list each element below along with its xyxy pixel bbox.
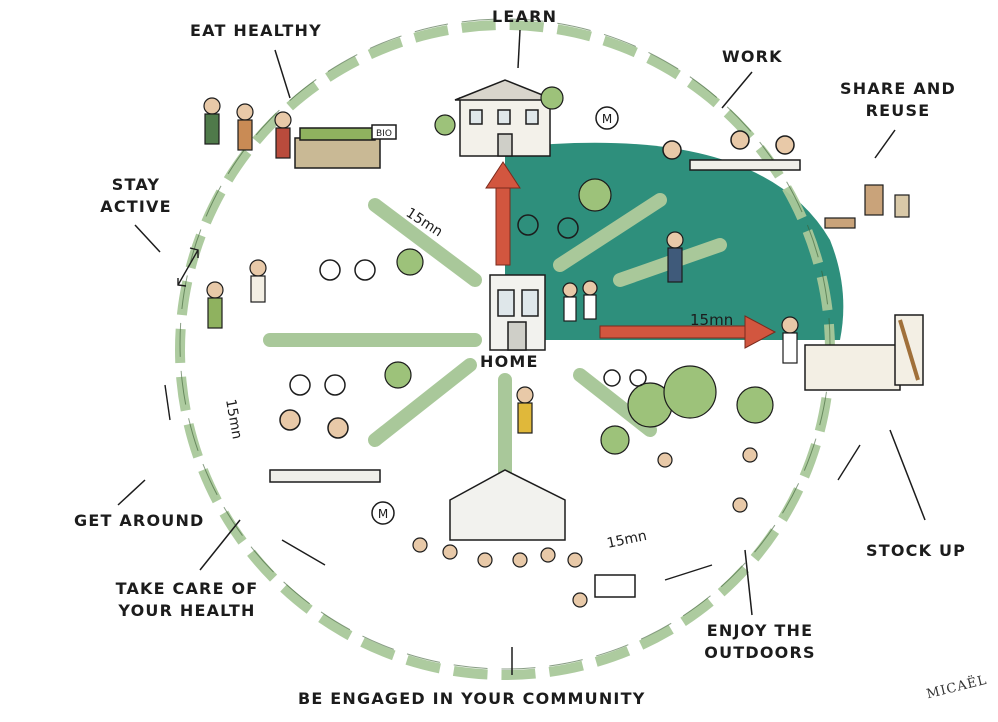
label-stay-active: STAY ACTIVE bbox=[86, 174, 186, 218]
metro-letter-bottom: M bbox=[378, 507, 388, 521]
label-community: BE ENGAGED IN YOUR COMMUNITY bbox=[298, 689, 646, 708]
label-take-care-health: TAKE CARE OF YOUR HEALTH bbox=[96, 578, 278, 622]
bicycles bbox=[289, 214, 647, 396]
work-desk bbox=[662, 130, 801, 171]
bakery-stall bbox=[804, 314, 924, 391]
share-items bbox=[824, 184, 910, 229]
doctor-desk bbox=[269, 409, 381, 483]
label-work: WORK bbox=[722, 47, 783, 66]
double-arrows bbox=[164, 247, 861, 581]
label-eat-healthy: EAT HEALTHY bbox=[190, 21, 322, 40]
metro-letter-top: M bbox=[602, 112, 612, 126]
pointer-lines bbox=[117, 29, 926, 675]
metro-sign-bottom: M bbox=[371, 501, 395, 525]
label-stay-active-line1: STAY bbox=[111, 175, 161, 194]
label-share-reuse: SHARE AND REUSE bbox=[836, 78, 960, 122]
label-outdoors-line1: ENJOY THE bbox=[706, 621, 814, 640]
label-stay-active-line2: ACTIVE bbox=[100, 197, 172, 216]
distance-label-bottom: 15mn bbox=[606, 528, 649, 552]
people bbox=[203, 97, 799, 608]
label-enjoy-outdoors: ENJOY THE OUTDOORS bbox=[688, 620, 832, 664]
label-home: HOME bbox=[480, 352, 539, 371]
community-tent bbox=[449, 469, 636, 598]
distance-label-left: 15mn bbox=[222, 398, 245, 440]
label-outdoors-line2: OUTDOORS bbox=[704, 643, 816, 662]
school-building bbox=[454, 79, 556, 157]
distance-label-right: 15mn bbox=[690, 311, 733, 329]
trees bbox=[384, 86, 774, 455]
label-health-line1: TAKE CARE OF bbox=[115, 579, 259, 598]
label-stock-up: STOCK UP bbox=[866, 541, 967, 560]
home-building bbox=[489, 274, 546, 351]
label-get-around: GET AROUND bbox=[74, 511, 205, 530]
bio-sign: BIO bbox=[376, 129, 392, 139]
label-share-reuse-line2: REUSE bbox=[865, 101, 931, 120]
red-arrows bbox=[485, 161, 777, 349]
label-health-line2: YOUR HEALTH bbox=[118, 601, 256, 620]
label-share-reuse-line1: SHARE AND bbox=[840, 79, 956, 98]
label-learn: LEARN bbox=[492, 7, 558, 26]
metro-sign-top: M bbox=[595, 106, 619, 130]
market-stall bbox=[294, 124, 397, 169]
